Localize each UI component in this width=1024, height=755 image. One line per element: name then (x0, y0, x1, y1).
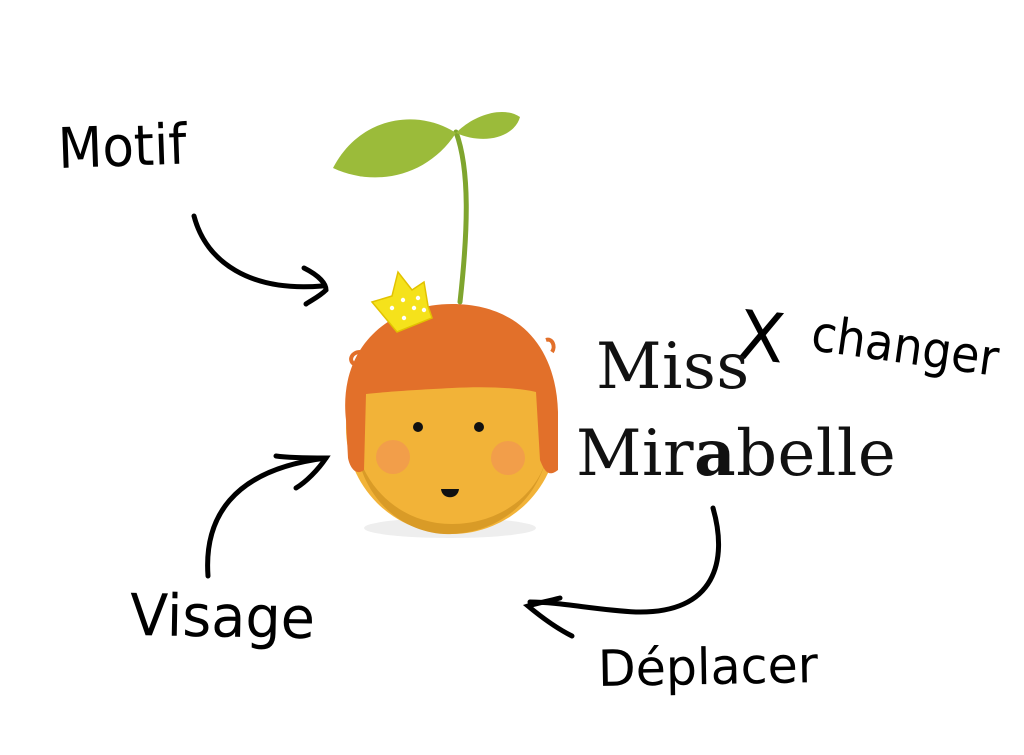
label-deplacer: Déplacer (597, 636, 819, 698)
arrow-motif (191, 213, 329, 307)
logo-title-emph: a (694, 416, 737, 491)
arrow-visage (205, 453, 331, 579)
mirabelle-fruit-character-icon (345, 304, 558, 538)
logo-title-part2: belle (736, 417, 897, 491)
leaf-icon (333, 111, 520, 305)
label-visage: Visage (129, 581, 316, 653)
crown-icon (370, 270, 433, 333)
logo-title-line2: Mirabelle (576, 416, 896, 491)
logo-title-part1: Mir (576, 417, 695, 491)
arrow-deplacer (522, 505, 722, 639)
logo-title-line1: Miss (596, 330, 750, 404)
label-motif: Motif (56, 112, 188, 182)
